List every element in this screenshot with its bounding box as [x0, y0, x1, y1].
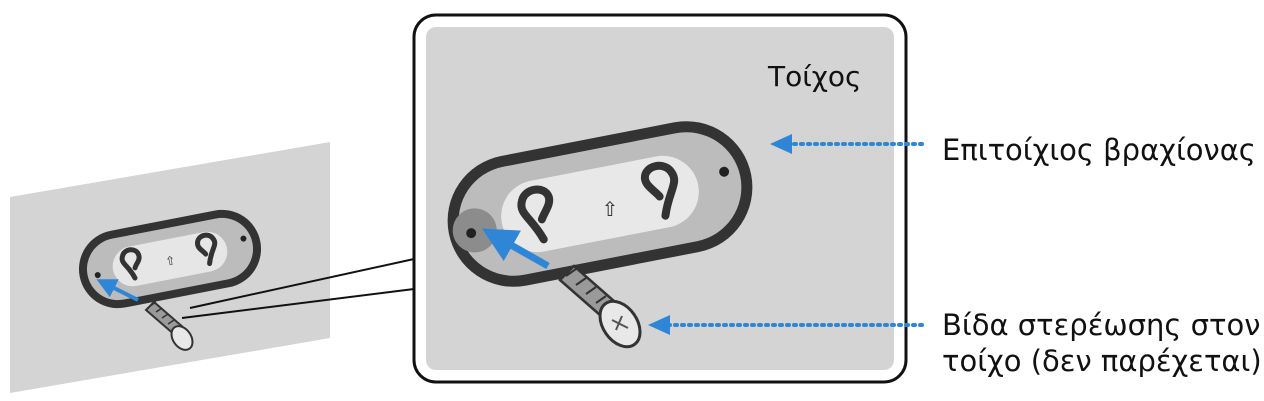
callout-label-bracket: Επιτοίχιος βραχίονας [942, 133, 1256, 167]
lock-arrow-glyph: ⇧ [602, 197, 619, 221]
callout-label-screw-line2: τοίχο (δεν παρέχεται) [942, 344, 1262, 378]
bracket-overview: ⇧ [78, 209, 262, 351]
callout-arrowhead-bracket [770, 134, 792, 154]
callout-label-screw: Βίδα στερέωσης στον τοίχο (δεν παρέχεται… [942, 307, 1262, 379]
svg-text:⇧: ⇧ [164, 253, 177, 269]
screw-overview [144, 300, 194, 351]
callout-arrowhead-screw [648, 315, 670, 335]
zoom-line-top [189, 258, 415, 309]
wall-label: Τοίχος [767, 60, 861, 93]
zoom-line-bottom [181, 288, 415, 319]
screw-large [558, 264, 642, 349]
insertion-arrow [481, 228, 550, 270]
callout-label-screw-line1: Βίδα στερέωσης στον [942, 308, 1261, 342]
bracket-large: ⇧ [447, 121, 753, 287]
